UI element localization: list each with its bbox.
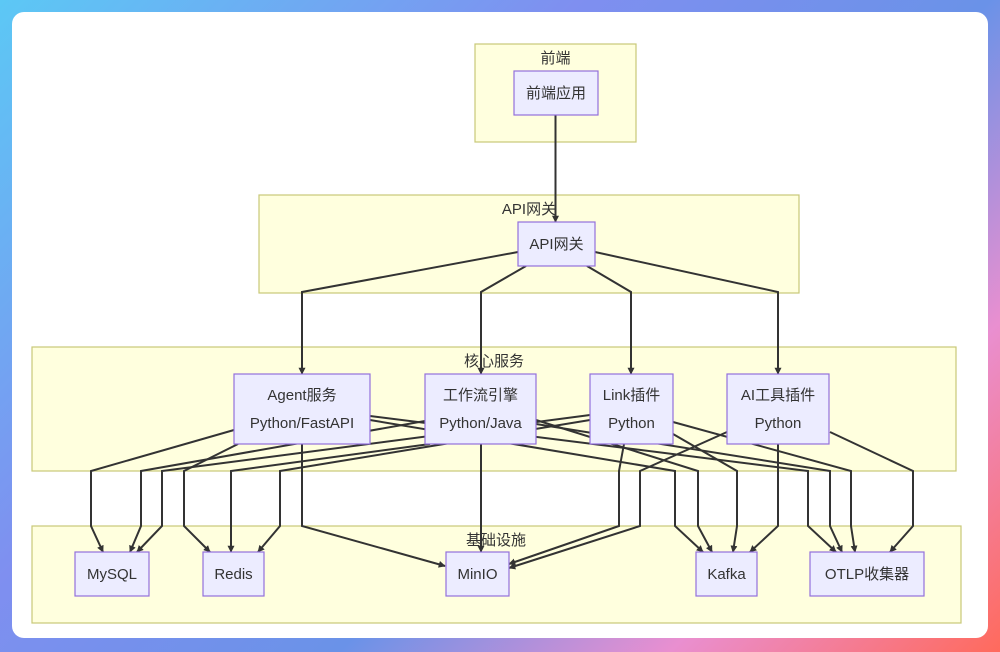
edge-link-kafka	[672, 433, 738, 553]
edge-wf-kafka	[535, 419, 713, 553]
edge-link-mysql	[136, 414, 591, 553]
cluster-label: 基础设施	[466, 532, 526, 549]
node-workflow-engine[interactable]: 工作流引擎 Python/Java	[424, 373, 537, 445]
node-frontend-app[interactable]: 前端应用	[513, 70, 599, 116]
node-mysql[interactable]: MySQL	[74, 551, 150, 597]
edge-gw-wf	[477, 265, 527, 375]
edge-link-minio	[508, 443, 625, 566]
node-redis[interactable]: Redis	[202, 551, 265, 597]
edges	[90, 115, 914, 570]
node-label: OTLP收集器	[825, 566, 909, 583]
node-otlp-collector[interactable]: OTLP收集器	[809, 551, 925, 597]
edge-link-otlp	[672, 421, 858, 553]
node-sublabel: Python/Java	[439, 415, 522, 432]
node-label: 前端应用	[526, 84, 586, 102]
node-label: MySQL	[87, 566, 137, 583]
node-sublabel: Python	[608, 415, 655, 432]
edge-ai-kafka	[749, 444, 779, 553]
cluster-label: 核心服务	[464, 353, 524, 370]
cluster-label: API网关	[502, 201, 556, 218]
node-minio[interactable]: MinIO	[445, 551, 510, 597]
node-link-plugin[interactable]: Link插件 Python	[589, 373, 674, 445]
edge-agent-minio	[301, 444, 446, 568]
edge-agent-redis	[183, 443, 239, 553]
edge-wf-mysql	[129, 420, 426, 553]
node-agent-service[interactable]: Agent服务 Python/FastAPI	[233, 373, 371, 445]
cluster-label: 前端	[540, 50, 570, 67]
edge-agent-mysql	[90, 429, 235, 553]
node-label: API网关	[529, 236, 583, 253]
node-label: Agent服务	[267, 387, 336, 404]
node-label: Kafka	[707, 566, 746, 583]
node-label: AI工具插件	[741, 387, 815, 404]
edge-gw-agent	[298, 251, 519, 375]
edge-ai-otlp	[829, 431, 914, 553]
node-label: Link插件	[603, 387, 661, 404]
node-api-gateway[interactable]: API网关	[517, 221, 596, 267]
node-sublabel: Python	[755, 415, 802, 432]
edge-gw-ai	[594, 251, 782, 375]
edge-wf-redis	[227, 443, 431, 553]
node-label: Redis	[214, 566, 252, 583]
edge-agent-otlp	[369, 415, 837, 553]
node-ai-tool-plugin[interactable]: AI工具插件 Python	[726, 373, 830, 445]
node-sublabel: Python/FastAPI	[250, 415, 354, 432]
edge-wf-otlp	[535, 423, 843, 553]
node-kafka[interactable]: Kafka	[695, 551, 758, 597]
node-label: 工作流引擎	[443, 387, 518, 404]
edge-link-redis	[257, 419, 591, 553]
edge-ai-minio	[508, 431, 728, 570]
edge-agent-kafka	[369, 419, 704, 553]
node-label: MinIO	[457, 566, 497, 583]
edge-gw-link	[586, 265, 635, 375]
